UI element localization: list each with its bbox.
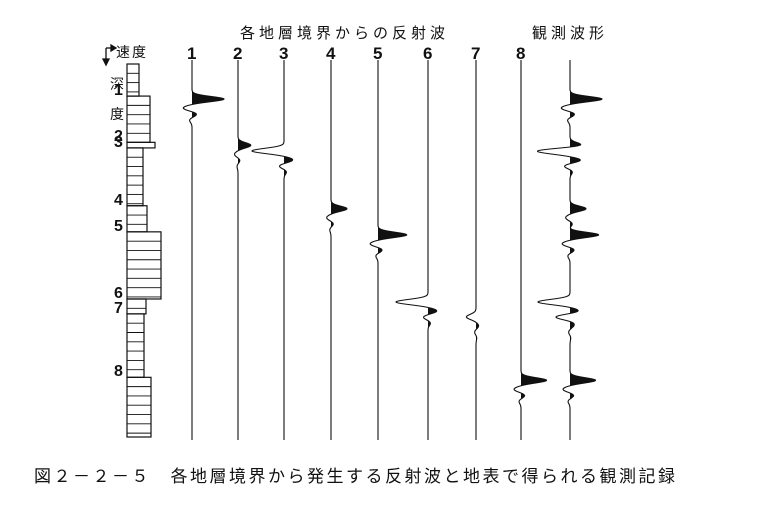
- velocity-axis-label: 速度: [116, 45, 148, 61]
- observed-trace: [537, 60, 603, 440]
- reflections-title: 各地層境界からの反射波: [240, 24, 450, 42]
- reflection-trace-fill: [428, 60, 437, 440]
- velocity-layer: [126, 298, 147, 315]
- reflection-trace: [465, 60, 480, 440]
- reflection-trace: [395, 60, 438, 440]
- velocity-layer: [126, 141, 156, 149]
- trace-label: 4: [326, 44, 336, 63]
- trace-label: 5: [373, 44, 383, 63]
- observed-waveform-title: 観測波形: [532, 24, 609, 42]
- reflection-trace: [182, 60, 225, 440]
- reflection-trace-fill: [238, 60, 251, 440]
- velocity-layer: [126, 147, 144, 207]
- reflection-trace-fill: [192, 60, 224, 440]
- figure-caption: 図２－２－５ 各地層境界から発生する反射波と地表で得られる観測記録: [34, 467, 678, 487]
- trace-label: 1: [187, 44, 197, 63]
- velocity-layer: [126, 376, 152, 438]
- trace-label: 7: [471, 44, 481, 63]
- trace-label: 8: [516, 44, 526, 63]
- velocity-layer: [126, 205, 148, 233]
- velocity-layer: [126, 63, 140, 97]
- reflection-trace: [251, 60, 294, 440]
- trace-label: 2: [233, 44, 243, 63]
- reflection-trace-fill: [284, 60, 293, 440]
- boundary-label: 6: [114, 284, 123, 302]
- reflection-trace: [369, 60, 408, 440]
- reflection-trace: [326, 60, 348, 440]
- reflection-trace: [234, 60, 252, 440]
- trace-label: 6: [423, 44, 433, 63]
- boundary-label: 4: [114, 191, 123, 209]
- boundary-label: 3: [114, 133, 123, 151]
- boundary-label: 1: [114, 82, 123, 100]
- boundary-label: 5: [114, 217, 123, 235]
- trace-label: 3: [279, 44, 289, 63]
- velocity-layer: [126, 95, 151, 143]
- reflection-trace: [513, 60, 548, 440]
- axis-arrows: [101, 43, 118, 67]
- reflection-trace-fill: [331, 60, 347, 440]
- boundary-label: 7: [114, 299, 123, 317]
- boundary-label: 2: [114, 128, 123, 146]
- velocity-layer: [126, 231, 162, 300]
- boundary-label: 8: [114, 363, 123, 381]
- depth-axis-label: 深度: [110, 77, 124, 123]
